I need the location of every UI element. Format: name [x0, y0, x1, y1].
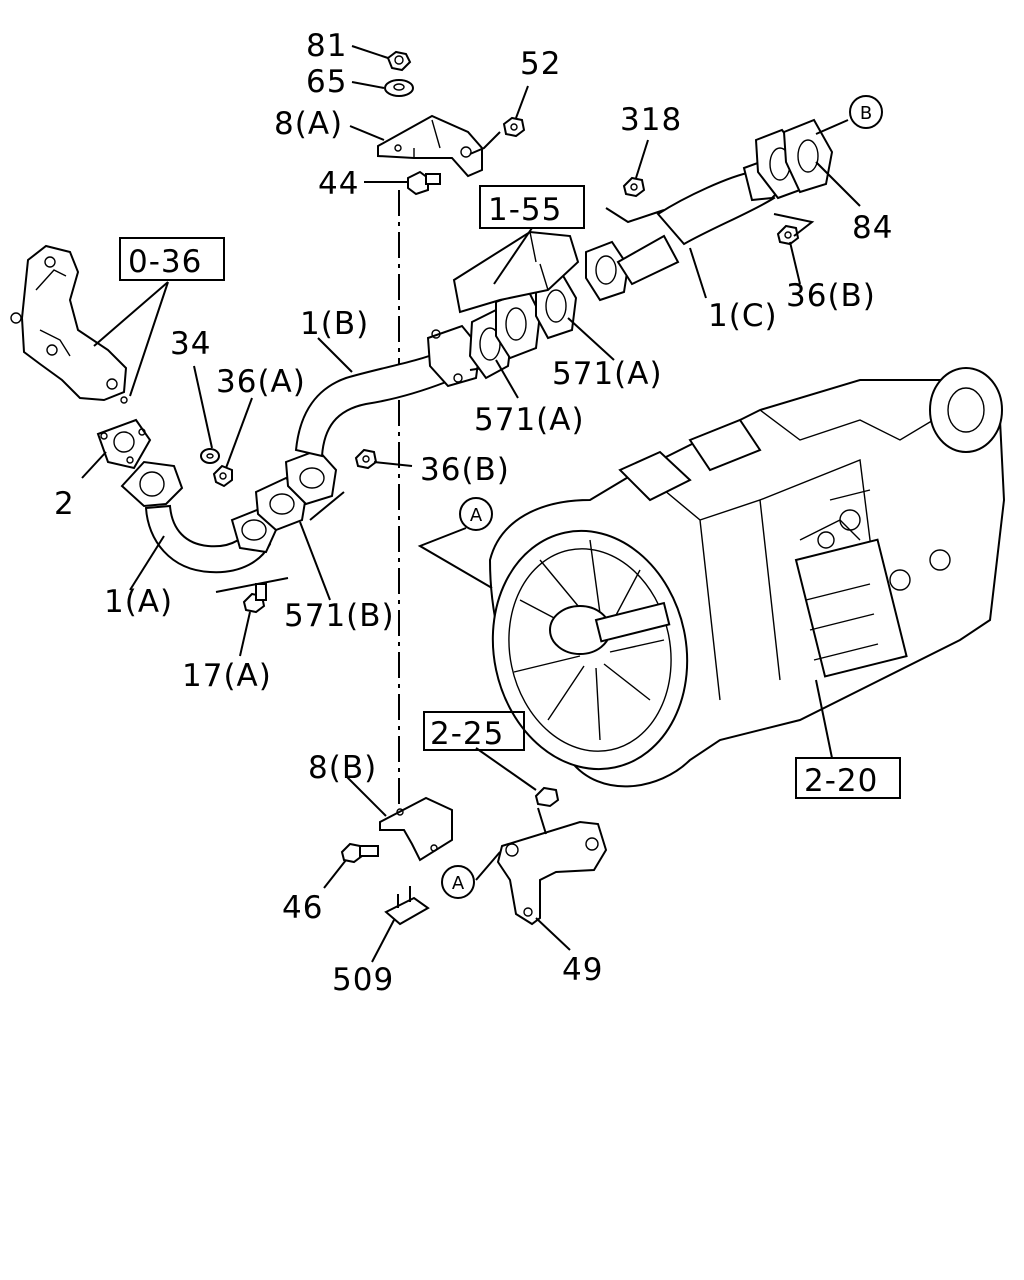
label-509: 509 — [332, 962, 394, 998]
label-8b: 8(B) — [308, 750, 377, 786]
bracket-49 — [496, 820, 608, 926]
nut-81 — [386, 50, 412, 72]
nut-318 — [622, 176, 646, 198]
label-36a: 36(A) — [216, 364, 306, 400]
label-52: 52 — [520, 46, 561, 82]
label-318: 318 — [620, 102, 682, 138]
label-44: 44 — [318, 166, 359, 202]
circle-label-a-bottom-text: A — [452, 873, 465, 894]
exhaust-pipe-1c — [585, 128, 808, 302]
reference-leaders — [93, 131, 815, 881]
muffler-body — [452, 230, 580, 314]
label-1c: 1(C) — [708, 298, 778, 334]
nut-36a — [212, 464, 233, 488]
bracket-8a — [377, 114, 483, 178]
circle-label-a-top: A — [459, 497, 493, 531]
label-65: 65 — [306, 64, 347, 100]
label-8a: 8(A) — [274, 106, 343, 142]
label-81: 81 — [306, 28, 347, 64]
part-labels: 81 65 52 8(A) 44 318 84 1(C) 36(B) 1(B) … — [54, 28, 893, 998]
label-36b-top: 36(B) — [786, 278, 876, 314]
bolt-46 — [340, 842, 379, 864]
gasket-84 — [782, 118, 834, 194]
label-571b: 571(B) — [284, 598, 395, 634]
washer-34 — [200, 448, 220, 464]
reference-0-36-label: 0-36 — [128, 244, 202, 280]
circle-label-b-text: B — [860, 103, 872, 124]
bracket-8b — [379, 796, 453, 862]
reference-box-1-55: 1-55 — [479, 185, 585, 229]
flange-plate — [495, 288, 542, 360]
reference-box-0-36: 0-36 — [119, 237, 225, 281]
exhaust-pipe-1a — [120, 460, 278, 574]
leader-lines — [81, 45, 861, 963]
nut-52 — [502, 116, 526, 138]
transmission-assembly — [488, 367, 1006, 788]
label-49: 49 — [562, 952, 603, 988]
reference-2-20-label: 2-20 — [804, 763, 878, 799]
bolt-44 — [407, 170, 441, 196]
label-84: 84 — [852, 210, 893, 246]
circle-label-b: B — [849, 95, 883, 129]
circle-label-a-bottom: A — [441, 865, 475, 899]
label-17a: 17(A) — [182, 658, 272, 694]
exhaust-pipe-1b — [294, 324, 482, 458]
reference-2-25-label: 2-25 — [430, 716, 504, 752]
bolt-17a — [242, 583, 267, 614]
nut-36b-mid — [354, 448, 378, 470]
label-36b-mid: 36(B) — [420, 452, 510, 488]
washer-65 — [384, 79, 414, 97]
label-1a: 1(A) — [104, 584, 173, 620]
gasket-2 — [96, 418, 152, 470]
reference-box-2-20: 2-20 — [795, 757, 901, 799]
label-34: 34 — [170, 326, 211, 362]
reference-1-55-label: 1-55 — [488, 192, 562, 228]
circle-label-a-top-text: A — [470, 505, 483, 526]
label-46: 46 — [282, 890, 323, 926]
exhaust-manifold — [10, 244, 128, 404]
label-571a-2: 571(A) — [474, 402, 585, 438]
plate-509 — [384, 886, 430, 926]
label-2: 2 — [54, 486, 75, 522]
gasket-571b — [254, 448, 338, 532]
label-1b: 1(B) — [300, 306, 369, 342]
label-571a-1: 571(A) — [552, 356, 663, 392]
reference-box-2-25: 2-25 — [423, 711, 525, 752]
nut-36b-top — [776, 224, 800, 246]
bolt-2-25 — [534, 786, 560, 808]
